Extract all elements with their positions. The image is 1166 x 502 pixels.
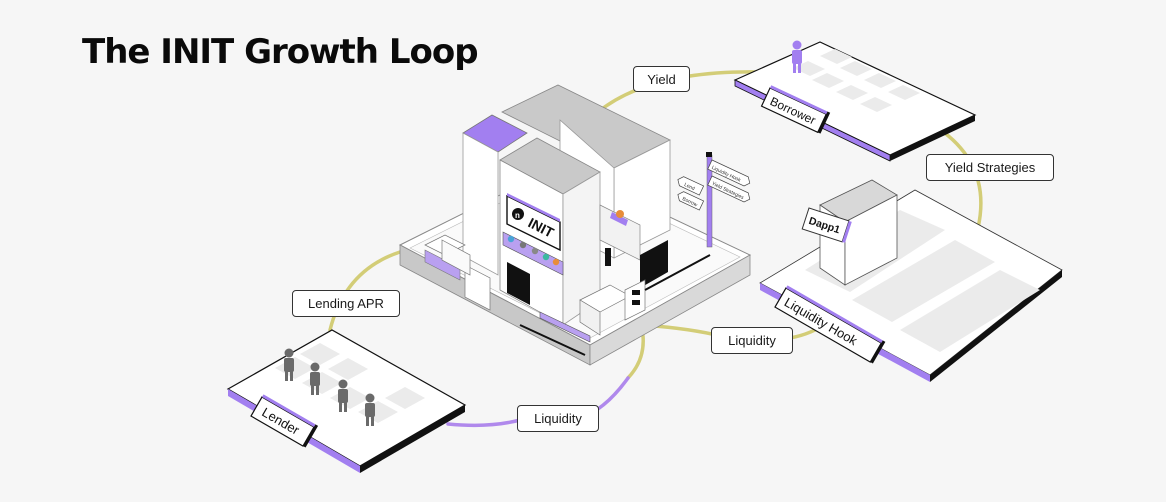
lender-people <box>284 348 375 426</box>
loop-connectors <box>328 70 983 428</box>
connector-lending-apr <box>328 250 402 332</box>
lender-platform[interactable]: Lender <box>226 329 467 473</box>
init-sign: n INIT <box>506 193 561 252</box>
flow-label-lending-apr: Lending APR <box>292 290 400 317</box>
flow-label-liquidity-init-to-lender: Liquidity <box>517 405 599 432</box>
dapp-box: Dapp1 <box>801 179 898 286</box>
init-logo-icon: n <box>512 208 524 220</box>
flow-label-yield-strategies: Yield Strategies <box>926 154 1054 181</box>
init-hub[interactable]: n INIT <box>398 84 752 366</box>
borrower-platform[interactable]: Borrower <box>733 40 977 162</box>
signpost-lend: Lend <box>683 182 696 192</box>
person-icon <box>792 40 802 73</box>
token-icons <box>507 235 560 266</box>
liquidity-hook-platform[interactable]: Dapp1 Liquidity Hook <box>759 179 1063 382</box>
svg-text:n: n <box>515 211 520 220</box>
flow-label-yield: Yield <box>633 66 690 92</box>
person-icon <box>338 379 348 412</box>
person-icon <box>365 393 375 426</box>
page-title: The INIT Growth Loop <box>82 32 479 72</box>
flow-label-liquidity-hook-to-init: Liquidity <box>711 327 793 354</box>
person-icon <box>284 348 294 381</box>
connector-liquidity-lender-a <box>626 334 645 380</box>
signpost: Liquidity Hook Yield Strategies Lend Bor… <box>677 152 751 248</box>
person-icon <box>310 362 320 395</box>
